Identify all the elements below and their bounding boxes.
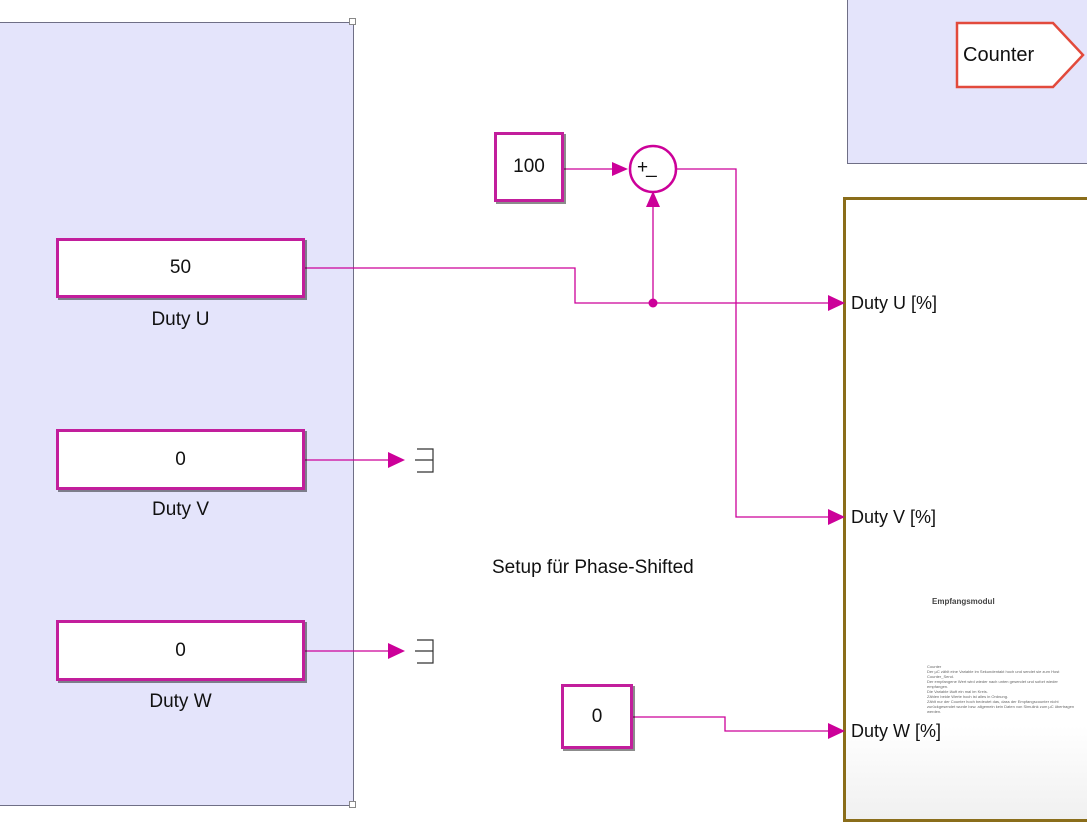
terminator-duty-v[interactable] [410, 446, 438, 476]
port-duty-v[interactable]: Duty V [%] [851, 507, 937, 527]
setup-annotation[interactable]: Setup für Phase-Shifted [492, 557, 694, 578]
terminator-duty-w[interactable] [410, 637, 438, 667]
constant-100-block[interactable]: 100 [494, 132, 564, 202]
constant-duty-v-block[interactable]: 0 [56, 429, 305, 490]
goto-tag-label: Counter [963, 43, 1035, 66]
duty-w-label: Duty W [149, 691, 212, 712]
constant-zero-block[interactable]: 0 [561, 684, 633, 749]
empfangsmodul-subsystem[interactable] [843, 197, 1087, 822]
duty-v-label: Duty V [151, 499, 210, 520]
goto-counter-block[interactable]: Counter [957, 23, 1083, 87]
constant-duty-u-block[interactable]: 50 [56, 238, 305, 298]
resize-handle-top-right[interactable] [349, 18, 356, 25]
port-duty-w[interactable]: Duty W [%] [851, 721, 942, 741]
duty-u-label: Duty U [151, 309, 210, 330]
resize-handle-bottom-right[interactable] [349, 801, 356, 808]
sum-block[interactable]: +_ [630, 146, 676, 192]
port-duty-u[interactable]: Duty U [%] [851, 293, 938, 313]
subsystem-title: Empfangsmodul [932, 597, 995, 606]
subsystem-description: Counter Der µC zählt eine Variable im Se… [927, 664, 1075, 714]
sum-signs: +_ [637, 157, 657, 178]
constant-duty-w-block[interactable]: 0 [56, 620, 305, 681]
